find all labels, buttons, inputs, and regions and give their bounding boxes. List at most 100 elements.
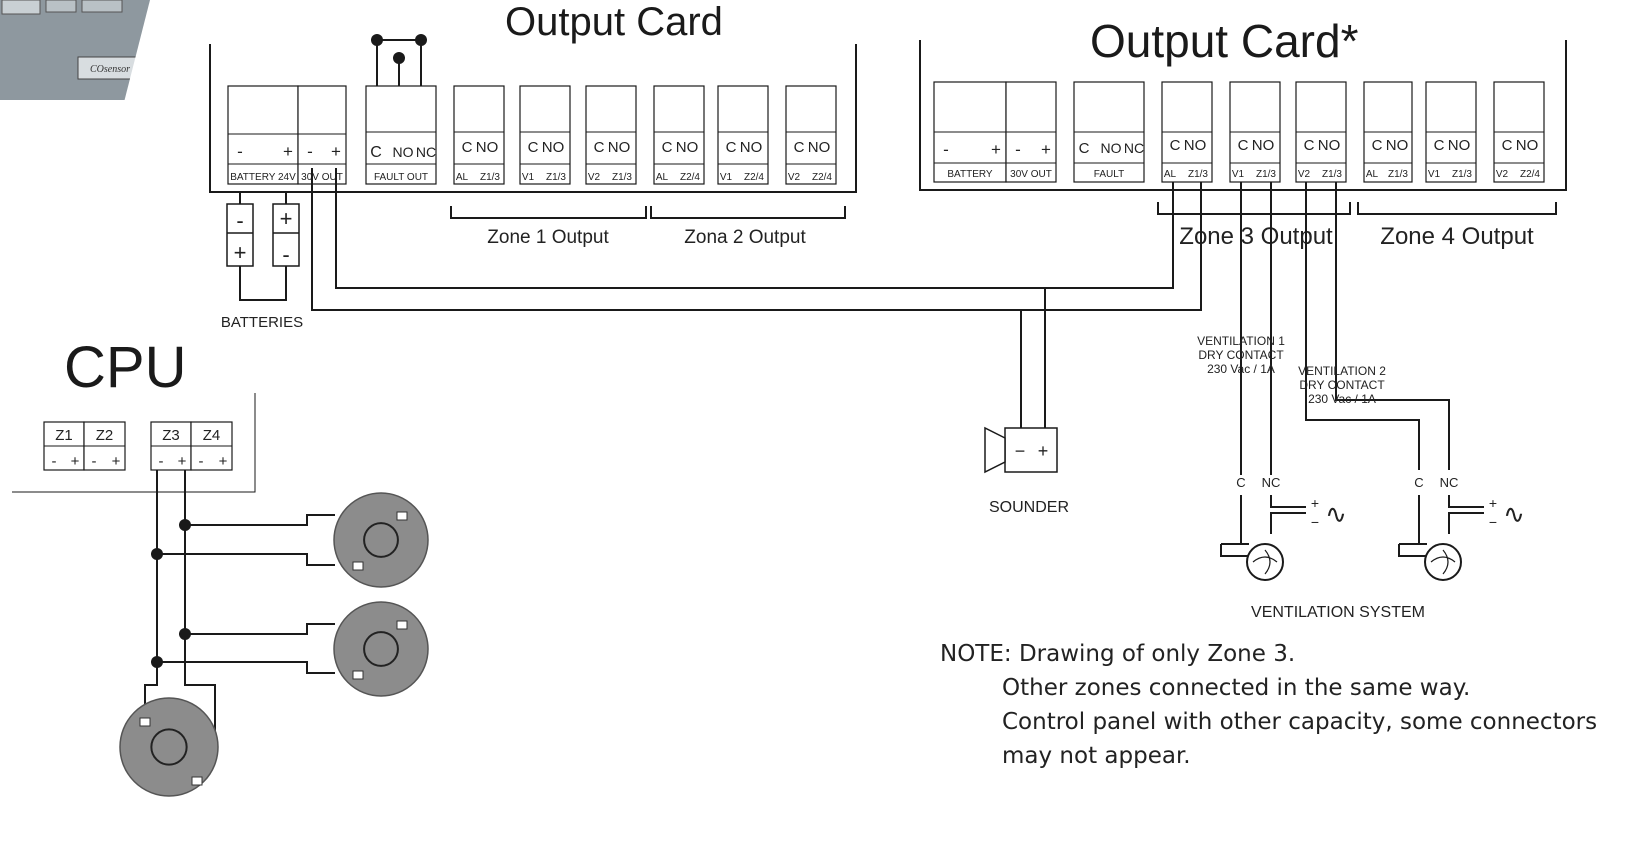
vent2-supply-minus: − — [1489, 514, 1497, 530]
terminal-label: FAULT — [1094, 169, 1124, 180]
terminal-label: V2 — [1496, 169, 1509, 180]
sounder-sign: − — [1015, 441, 1026, 461]
battery-sign: + — [280, 206, 293, 231]
terminal-label: AL — [656, 172, 669, 183]
cpu-zone-header: Z1 — [55, 427, 73, 444]
detector-pad — [396, 620, 408, 630]
terminal-label: Z1/3 — [1188, 169, 1208, 180]
terminal-pin: C — [1304, 137, 1315, 154]
cpu-zone-header: Z3 — [162, 427, 180, 444]
cpu-zone-sign: - — [52, 453, 57, 470]
terminal-pin: C — [528, 139, 539, 156]
left-terminal-block — [297, 85, 347, 185]
note-line-2: Other zones connected in the same way. — [1002, 675, 1471, 701]
battery-sign: + — [234, 240, 247, 265]
terminal-label: Z1/3 — [546, 172, 566, 183]
terminal-sign: + — [331, 142, 341, 161]
battery-sign: - — [282, 242, 289, 267]
sounder-sign: + — [1038, 441, 1049, 461]
detector-pad — [352, 670, 364, 680]
vent2-label-line: VENTILATION 2 — [1298, 364, 1386, 378]
zone3-output-label: Zone 3 Output — [1179, 223, 1333, 250]
batteries-label: BATTERIES — [221, 314, 303, 331]
terminal-label: Z2/4 — [680, 172, 700, 183]
terminal-label: AL — [1366, 169, 1379, 180]
terminal-pin: C — [1079, 140, 1090, 157]
terminal-label: Z2/4 — [744, 172, 764, 183]
cpu-zone-sign: + — [112, 453, 121, 470]
terminal-sign: - — [307, 142, 313, 161]
device-logo: COsensor — [90, 64, 130, 75]
left-terminal-block — [453, 85, 505, 185]
terminal-pin: C — [462, 139, 473, 156]
vent1-supply-minus: − — [1311, 514, 1319, 530]
vent2-supply-plus: + — [1489, 495, 1497, 511]
vent2-fan-blade — [1430, 549, 1456, 575]
terminal-sign: - — [943, 140, 949, 159]
vent1-fan-blade — [1252, 549, 1278, 575]
cpu-zone-sign: + — [178, 453, 187, 470]
vent1-label-line: VENTILATION 1 — [1197, 334, 1285, 348]
jumper-dot — [393, 52, 405, 64]
terminal-pin: NO — [393, 144, 414, 160]
terminal-pin: NC — [416, 144, 436, 160]
detector-pad — [139, 717, 151, 727]
zone4-bracket — [1357, 202, 1557, 215]
terminal-pin: C — [794, 139, 805, 156]
left-terminal-block — [585, 85, 637, 185]
right-card-outline — [919, 40, 1567, 191]
terminal-label: 30V OUT — [301, 172, 343, 183]
terminal-label: V1 — [1232, 169, 1245, 180]
zone4-output-label: Zone 4 Output — [1380, 223, 1534, 250]
terminal-pin: NO — [1101, 140, 1122, 156]
terminal-label: V1 — [1428, 169, 1441, 180]
terminal-pin: NO — [1516, 137, 1539, 154]
vent2-fan-icon — [1424, 543, 1462, 581]
vent1-contact-nc-label: NC — [1262, 475, 1281, 490]
vent1-label-line: 230 Vac / 1A — [1207, 362, 1275, 376]
terminal-label: V1 — [522, 172, 535, 183]
output-card-star-title: Output Card* — [1090, 15, 1359, 67]
terminal-label: Z1/3 — [1256, 169, 1276, 180]
vent2-contact-c-label: C — [1414, 475, 1423, 490]
left-terminal-block — [519, 85, 571, 185]
jumper-dot — [415, 34, 427, 46]
jumper-dot — [371, 34, 383, 46]
vent2-wire-nc — [1335, 214, 1450, 470]
terminal-label: BATTERY — [947, 169, 993, 180]
left-terminal-block — [717, 85, 769, 185]
terminal-label: FAULT OUT — [374, 172, 428, 183]
output-card-title: Output Card — [505, 0, 723, 44]
terminal-label: Z1/3 — [480, 172, 500, 183]
terminal-pin: NC — [1124, 140, 1144, 156]
note-line-4: may not appear. — [1002, 743, 1191, 769]
cpu-zone-sign: + — [71, 453, 80, 470]
detector-pad — [352, 561, 364, 571]
terminal-pin: NO — [1386, 137, 1409, 154]
vent1-ac-symbol: ∿ — [1325, 499, 1347, 529]
terminal-sign: + — [991, 140, 1001, 159]
terminal-label: 30V OUT — [1010, 169, 1052, 180]
terminal-pin: C — [1372, 137, 1383, 154]
detector-wire — [185, 514, 335, 526]
terminal-pin: C — [1434, 137, 1445, 154]
terminal-pin: NO — [608, 139, 631, 156]
note-line-3: Control panel with other capacity, some … — [1002, 709, 1598, 735]
terminal-pin: NO — [1252, 137, 1275, 154]
terminal-pin: C — [1170, 137, 1181, 154]
detector-2-sensor — [363, 631, 399, 667]
terminal-sign: - — [1015, 140, 1021, 159]
fault-jumper — [376, 39, 422, 86]
terminal-pin: NO — [740, 139, 763, 156]
detector-pad — [396, 511, 408, 521]
terminal-pin: NO — [476, 139, 499, 156]
vent1-label-line: DRY CONTACT — [1198, 348, 1284, 362]
vent2-label-line: 230 Vac / 1A — [1308, 392, 1376, 406]
detector-wire — [157, 553, 335, 566]
vent2-fan-duct — [1398, 544, 1429, 557]
terminal-pin: C — [594, 139, 605, 156]
left-card-outline — [209, 44, 857, 193]
ventilation-system-label: VENTILATION SYSTEM — [1251, 604, 1425, 621]
detector-wire — [184, 634, 216, 760]
